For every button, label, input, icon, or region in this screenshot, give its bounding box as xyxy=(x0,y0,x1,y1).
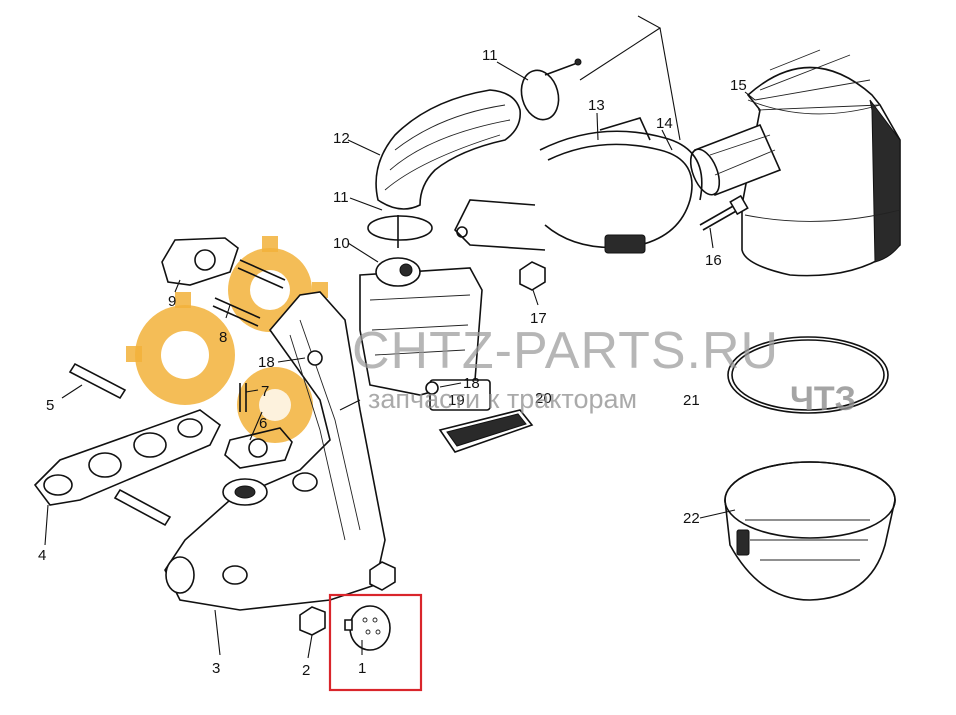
hose xyxy=(375,89,522,210)
callout-15: 15 xyxy=(730,77,747,94)
stud-8 xyxy=(212,259,286,327)
callout-4: 4 xyxy=(38,547,46,564)
callout-3: 3 xyxy=(212,660,220,677)
callout-12: 12 xyxy=(333,130,350,147)
callout-9: 9 xyxy=(168,293,176,310)
watermark: CHTZ-PARTS.RU запчасти к тракторам ЧТЗ xyxy=(352,322,856,418)
watermark-tagline: запчасти к тракторам xyxy=(368,384,637,414)
callout-7: 7 xyxy=(261,383,269,400)
callout-2: 2 xyxy=(302,662,310,679)
plug-1 xyxy=(344,605,391,651)
highlight-box xyxy=(328,593,423,692)
callout-19: 19 xyxy=(448,392,465,409)
callout-11-upper: 11 xyxy=(482,47,498,64)
callout-22: 22 xyxy=(683,510,700,527)
watermark-brand: ЧТЗ xyxy=(790,380,856,418)
callout-8: 8 xyxy=(219,329,227,346)
callout-18-right: 18 xyxy=(463,375,480,392)
callout-16: 16 xyxy=(705,252,722,269)
callout-6: 6 xyxy=(259,415,267,432)
callout-21: 21 xyxy=(683,392,700,409)
nut-2 xyxy=(299,561,396,636)
gasket-4 xyxy=(33,409,222,506)
callout-numbers: 1 2 3 4 5 6 7 8 9 10 11 11 12 13 14 15 1… xyxy=(38,47,747,679)
filter-element xyxy=(438,409,534,453)
callout-1: 1 xyxy=(358,660,366,677)
callout-13: 13 xyxy=(588,97,605,114)
gasket-9 xyxy=(161,237,239,286)
callout-5: 5 xyxy=(46,397,54,414)
clamp-band xyxy=(454,117,703,254)
gasket-6 xyxy=(224,427,293,469)
hose-clamp-lower xyxy=(367,215,433,248)
seal-ring xyxy=(727,336,889,414)
carburetor xyxy=(359,257,491,411)
gear-logo xyxy=(126,236,328,443)
callout-18-left: 18 xyxy=(258,354,275,371)
callout-11-lower: 11 xyxy=(333,189,349,206)
callout-17: 17 xyxy=(530,310,547,327)
manifold xyxy=(164,291,386,611)
callout-10: 10 xyxy=(333,235,350,252)
nut-17 xyxy=(519,261,546,291)
watermark-site: CHTZ-PARTS.RU xyxy=(352,322,779,380)
bolt-16 xyxy=(699,194,749,231)
callout-20: 20 xyxy=(535,390,552,407)
air-cleaner-body xyxy=(741,49,901,277)
leader-lines xyxy=(44,15,756,659)
oil-pan xyxy=(724,461,896,601)
hose-clamp-upper xyxy=(520,58,582,121)
nut-18 xyxy=(307,350,439,395)
stud-7 xyxy=(239,383,247,412)
stud-5 xyxy=(68,362,172,527)
callout-14: 14 xyxy=(656,115,673,132)
intake-pipe xyxy=(689,123,782,197)
